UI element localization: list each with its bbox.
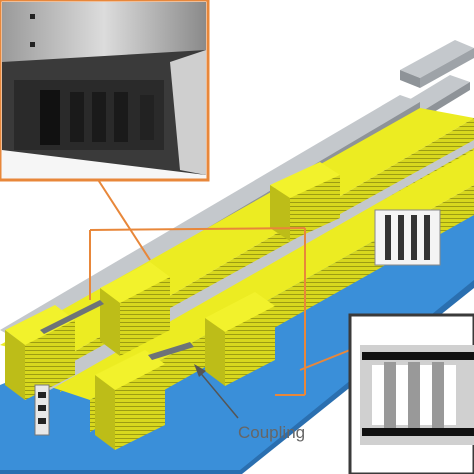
sem-tile-right [374,209,441,266]
rail-left [0,95,420,340]
arrow-icon [194,364,239,419]
connector-block [400,40,474,88]
coupling-label: Coupling [238,423,305,442]
callout-lines [89,174,351,396]
coupling-bars [40,300,194,360]
end-facet [34,384,50,436]
pad-group-left [5,162,340,400]
sem-inset [0,0,210,182]
pad-group-right [95,292,275,450]
cross-section-inset [348,313,474,474]
